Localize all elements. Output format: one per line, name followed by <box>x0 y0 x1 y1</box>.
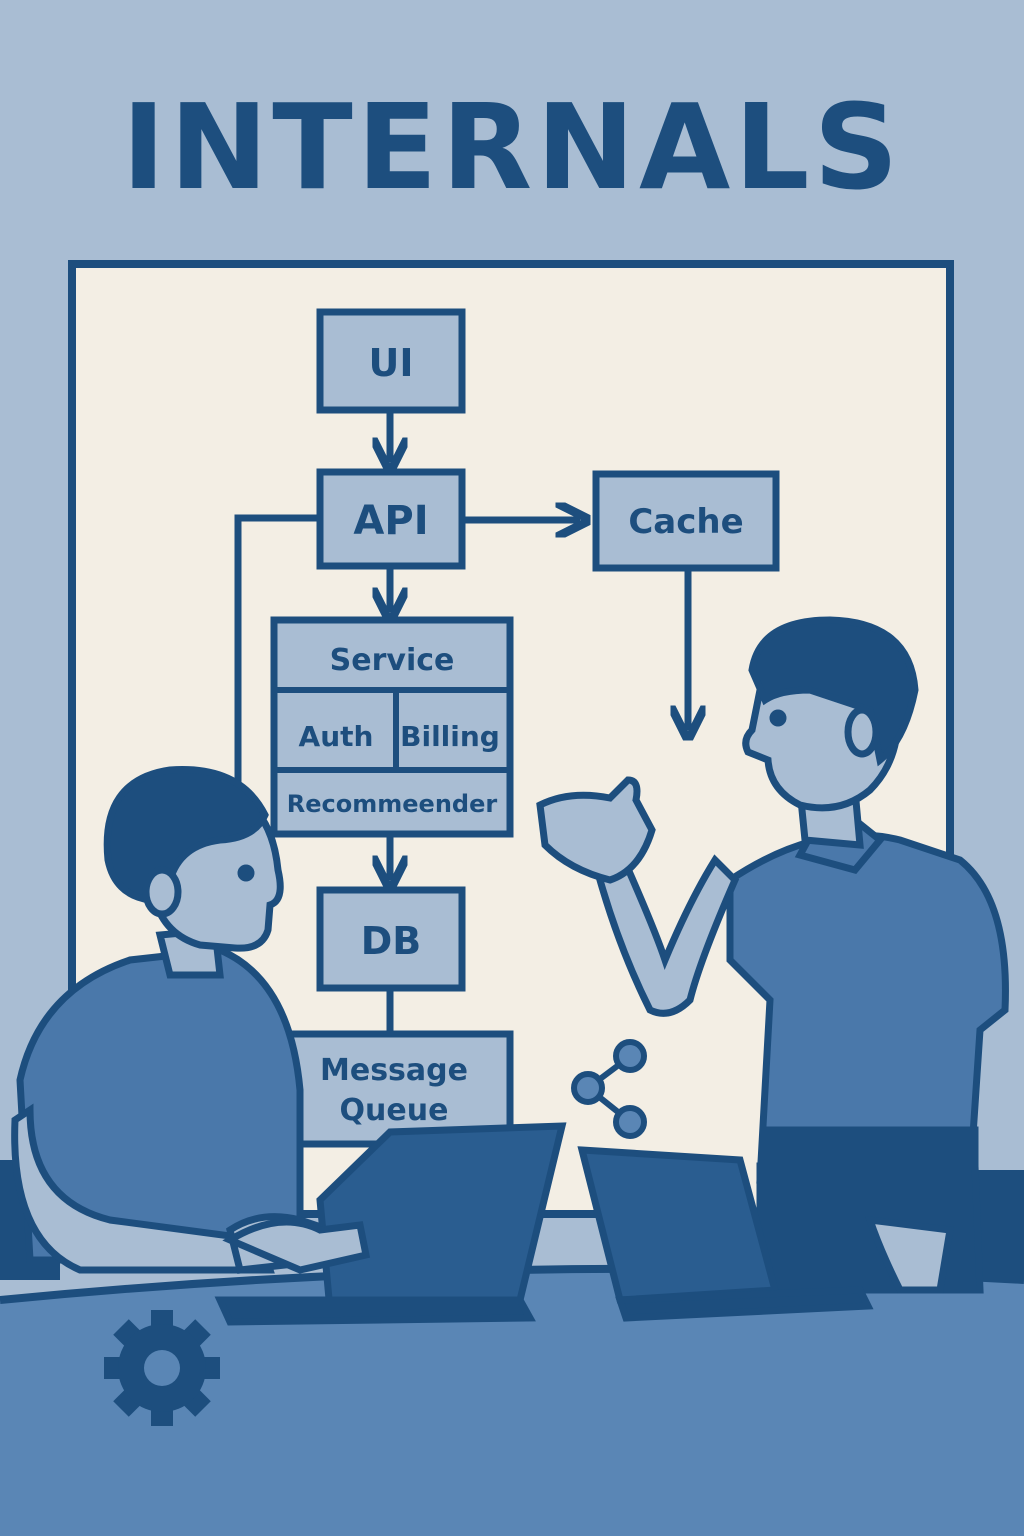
service-block: Service Auth Billing Recommeender <box>270 616 514 838</box>
billing-label: Billing <box>400 720 500 753</box>
standing-presenter <box>536 616 1009 1294</box>
service-label: Service <box>330 643 455 678</box>
recommender-label: Recommeender <box>287 790 498 818</box>
seated-developer <box>11 766 334 1274</box>
laptop-right <box>577 1146 874 1322</box>
diagram-connectors <box>234 410 688 1032</box>
message-queue-box: Message Queue <box>278 1030 514 1148</box>
desk <box>0 1268 1024 1536</box>
db-box: DB <box>316 886 466 992</box>
api-label: API <box>353 498 428 544</box>
auth-label: Auth <box>299 720 374 753</box>
ui-label: UI <box>369 341 414 385</box>
message-queue-line2: Queue <box>340 1093 449 1128</box>
db-label: DB <box>361 919 422 963</box>
cache-label: Cache <box>628 502 743 542</box>
page-title: INTERNALS <box>121 78 903 216</box>
gear-icon <box>104 1310 220 1426</box>
share-icon <box>571 1039 647 1139</box>
laptop-left <box>214 1122 567 1326</box>
line-api-loop-left <box>234 514 322 820</box>
cache-box: Cache <box>592 470 780 572</box>
message-queue-line1: Message <box>320 1053 468 1088</box>
ui-box: UI <box>316 308 466 414</box>
api-box: API <box>316 468 466 570</box>
